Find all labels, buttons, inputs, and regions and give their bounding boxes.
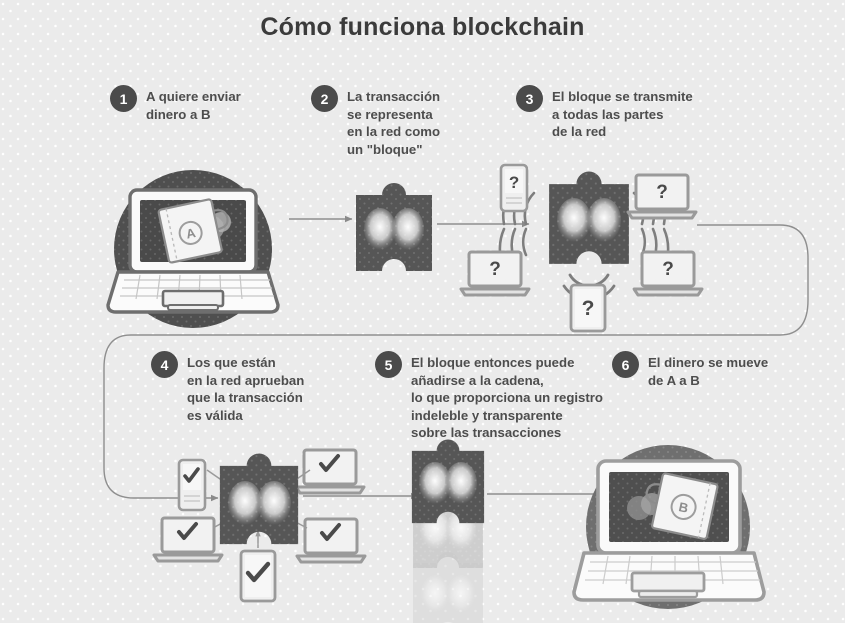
step-4-text: Los que están en la red aprueban que la … bbox=[187, 355, 305, 423]
step-4-badge: 4 bbox=[151, 351, 178, 378]
step-2: 2 La transacción se representa en la red… bbox=[311, 85, 441, 158]
step-2-text: La transacción se representa en la red c… bbox=[347, 89, 441, 157]
step-2-badge: 2 bbox=[311, 85, 338, 112]
step-1-badge: 1 bbox=[110, 85, 137, 112]
step-1: 1 A quiere enviar dinero a B bbox=[110, 85, 241, 123]
step-5-badge: 5 bbox=[375, 351, 402, 378]
step-1-text: A quiere enviar dinero a B bbox=[146, 89, 241, 122]
page-title: Cómo funciona blockchain bbox=[260, 13, 585, 41]
step-5: 5 El bloque entonces puede añadirse a la… bbox=[375, 351, 603, 442]
step-3: 3 El bloque se transmite a todas las par… bbox=[516, 85, 693, 141]
step-6-text: El dinero se mueve de A a B bbox=[648, 355, 769, 388]
step-4: 4 Los que están en la red aprueban que l… bbox=[151, 351, 305, 424]
step-3-badge: 3 bbox=[516, 85, 543, 112]
step-6: 6 El dinero se mueve de A a B bbox=[612, 351, 769, 389]
step-5-text: El bloque entonces puede añadirse a la c… bbox=[411, 355, 603, 440]
step-6-badge: 6 bbox=[612, 351, 639, 378]
step-3-text: El bloque se transmite a todas las parte… bbox=[552, 89, 693, 139]
